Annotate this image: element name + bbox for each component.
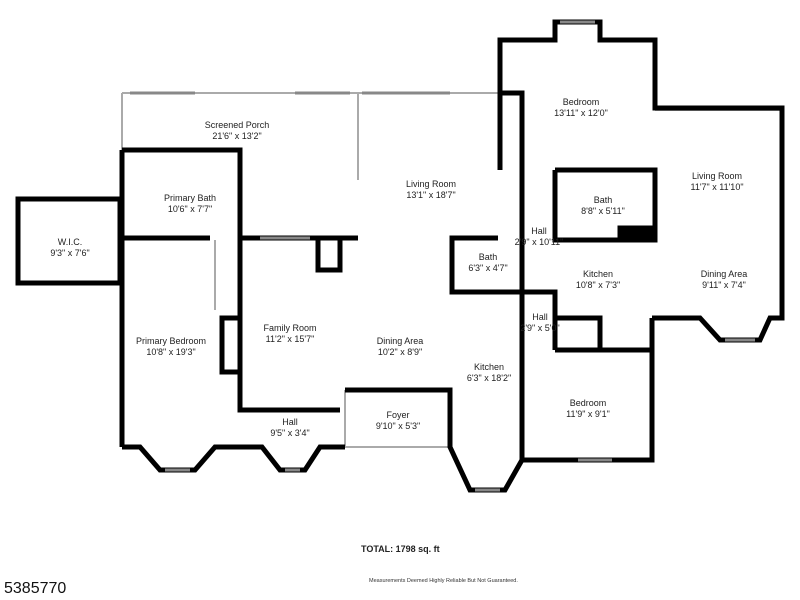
room-name: Bedroom — [569, 398, 607, 408]
room-name: Hall — [531, 226, 547, 236]
room-dims: 13'1" x 18'7" — [406, 190, 456, 200]
room-dims: 13'11" x 12'0" — [554, 108, 608, 118]
room-name: W.I.C. — [57, 237, 83, 247]
room-name: Screened Porch — [204, 120, 270, 130]
room-name: Hall — [282, 417, 298, 427]
room-name: Kitchen — [473, 362, 505, 372]
room-dims: 11'9" x 9'1" — [566, 409, 610, 419]
room-dims: 6'3" x 18'2" — [466, 373, 512, 383]
room-name: Kitchen — [582, 269, 614, 279]
room-dims: 10'8" x 7'3" — [575, 280, 621, 290]
room-name: Dining Area — [376, 336, 424, 346]
listing-id: 5385770 — [4, 580, 67, 597]
room-name: Living Room — [691, 171, 743, 181]
room-dims: 8'8" x 5'11" — [581, 206, 625, 216]
room-dims: 21'6" x 13'2" — [212, 131, 262, 141]
room-dims: 2'9" x 10'11" — [514, 237, 564, 247]
total-area: TOTAL: 1798 sq. ft — [361, 544, 440, 554]
room-name: Foyer — [386, 410, 410, 420]
room-dims: 9'10" x 5'3" — [375, 421, 421, 431]
room-dims: 10'6" x 7'7" — [167, 204, 213, 214]
room-dims: 9'5" x 3'4" — [270, 428, 310, 438]
room-name: Primary Bedroom — [135, 336, 207, 346]
room-dims: 6'3" x 4'7" — [468, 263, 508, 273]
room-dims: 2'9" x 5'0" — [520, 323, 560, 333]
room-name: Family Room — [263, 323, 317, 333]
disclaimer: Measurements Deemed Highly Reliable But … — [369, 578, 518, 584]
room-name: Bedroom — [562, 97, 600, 107]
room-dims: 11'7" x 11'10" — [690, 182, 744, 192]
room-name: Bath — [593, 195, 613, 205]
room-name: Primary Bath — [163, 193, 217, 203]
room-name: Hall — [532, 312, 548, 322]
room-name: Living Room — [405, 179, 457, 189]
room-wic: W.I.C.9'3" x 7'6" — [50, 237, 89, 259]
room-dims: 9'11" x 7'4" — [702, 280, 746, 290]
windows — [130, 20, 755, 492]
room-dims: 10'8" x 19'3" — [146, 347, 196, 357]
room-name: Bath — [478, 252, 498, 262]
room-dims: 10'2" x 8'9" — [377, 347, 423, 357]
room-dims: 11'2" x 15'7" — [265, 334, 315, 344]
room-dims: 9'3" x 7'6" — [50, 248, 90, 258]
room-name: Dining Area — [700, 269, 748, 279]
